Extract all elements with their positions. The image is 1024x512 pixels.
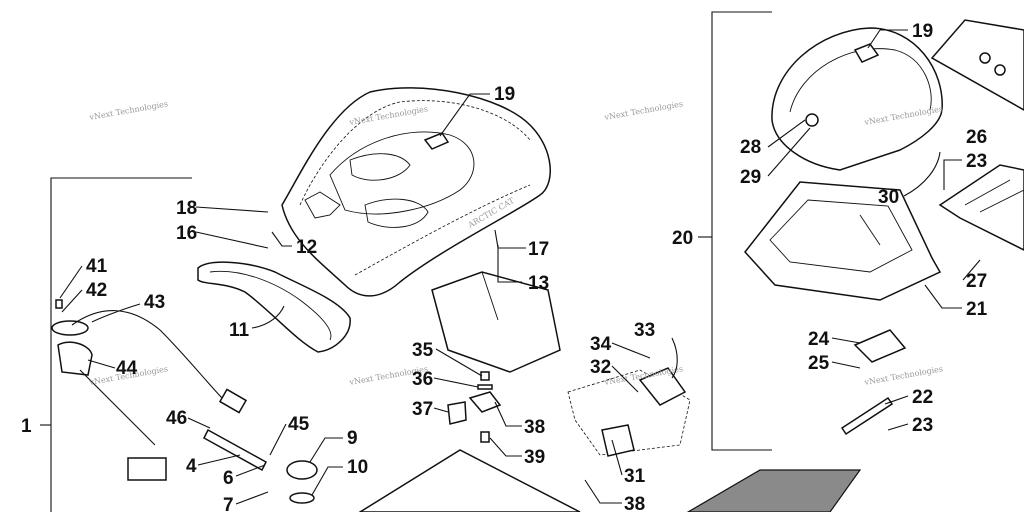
fuel-cap-9: [286, 460, 318, 504]
callout-11: 11: [229, 320, 250, 341]
rear-grille-27: [938, 164, 1024, 251]
callout-38: 38: [624, 494, 645, 512]
callout-24: 24: [808, 329, 830, 350]
watermark-text: vNext Technologies: [88, 99, 169, 122]
callout-45: 45: [288, 414, 310, 435]
callout-46: 46: [166, 408, 187, 429]
fuel-hose-4: [203, 428, 267, 472]
assembly-bracket-1: [40, 177, 192, 512]
callout-18: 18: [176, 198, 197, 219]
callout-35: 35: [412, 340, 434, 361]
callout-19: 19: [494, 84, 515, 105]
callout-30: 30: [878, 187, 899, 208]
callout-34: 34: [590, 334, 612, 355]
callout-19: 19: [912, 21, 933, 42]
callout-9: 9: [347, 428, 358, 449]
callout-7: 7: [223, 495, 234, 512]
latch-rail-31-34: [567, 367, 691, 457]
callout-44: 44: [116, 358, 138, 379]
callout-10: 10: [347, 457, 368, 478]
callout-43: 43: [144, 292, 165, 313]
seat-foam-block: [431, 271, 561, 373]
callout-1: 1: [21, 416, 32, 437]
callout-21: 21: [966, 299, 988, 320]
callout-16: 16: [176, 223, 197, 244]
floor-mat: [686, 469, 862, 512]
callout-17: 17: [528, 239, 549, 260]
callout-20: 20: [672, 228, 693, 249]
watermark-text: vNext Technologies: [603, 99, 684, 122]
callout-12: 12: [296, 237, 317, 258]
callout-36: 36: [412, 369, 433, 390]
callout-26: 26: [966, 127, 987, 148]
callout-29: 29: [740, 167, 761, 188]
callout-numbers: 1 4 6 7 9 10 11 12 13 16 17 18 19 19 20 …: [21, 21, 988, 512]
bracket-24: [853, 329, 907, 363]
callout-13: 13: [528, 273, 549, 294]
callout-31: 31: [624, 466, 646, 487]
callout-6: 6: [223, 468, 234, 489]
fuel-sender-assembly: [51, 299, 248, 481]
callout-4: 4: [186, 456, 197, 477]
callout-22: 22: [912, 387, 933, 408]
callout-33: 33: [634, 320, 655, 341]
seat-base-pan: [197, 261, 351, 353]
rear-seat-cover: [771, 27, 943, 171]
leader-lines: [59, 29, 981, 505]
strap-22: [840, 396, 894, 436]
callout-28: 28: [740, 137, 761, 158]
watermark-text: vNext Technologies: [863, 364, 944, 387]
seat-cover: [281, 87, 551, 297]
callout-32: 32: [590, 357, 611, 378]
rear-storage-tray: [744, 181, 942, 301]
callout-39: 39: [524, 447, 545, 468]
callout-42: 42: [86, 280, 107, 301]
callout-38: 38: [524, 417, 545, 438]
callout-41: 41: [86, 256, 108, 277]
callout-27: 27: [966, 271, 987, 292]
hardware-stack-35-39: [447, 371, 502, 443]
assembly-bracket-20: [698, 11, 772, 451]
fuel-tank-outline: [358, 449, 581, 512]
callout-23: 23: [966, 151, 987, 172]
callout-25: 25: [808, 353, 830, 374]
rear-panel-26: [930, 19, 1024, 111]
callout-23: 23: [912, 415, 933, 436]
callout-37: 37: [412, 399, 433, 420]
